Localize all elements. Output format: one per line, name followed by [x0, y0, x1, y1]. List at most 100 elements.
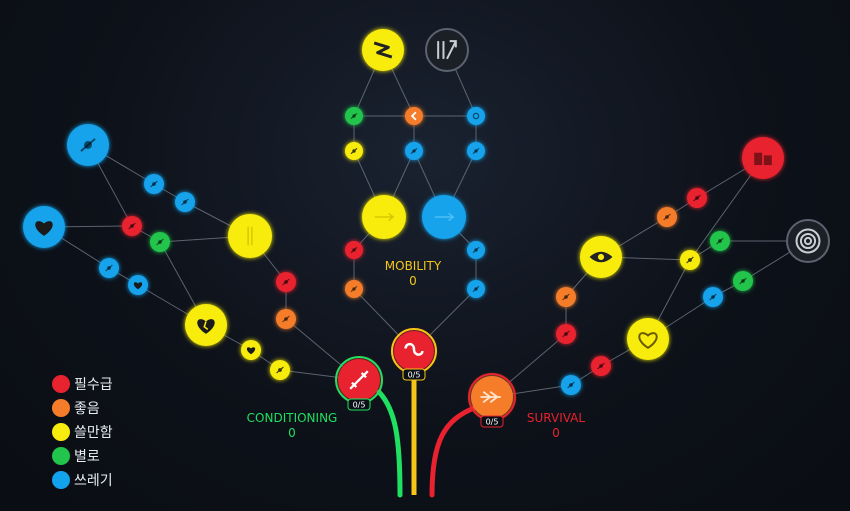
dumbbell-icon — [349, 370, 369, 390]
survival-progress-text: 0/5 — [486, 418, 499, 427]
backpack-icon — [562, 330, 570, 338]
skill-node-circle — [405, 107, 423, 125]
skill-node-m-top[interactable] — [362, 29, 404, 71]
skill-node-s-g1[interactable] — [710, 231, 730, 251]
arrows-icon — [374, 212, 395, 222]
skill-node-m-l2[interactable] — [345, 241, 363, 259]
skill-node-m-r2[interactable] — [467, 280, 485, 298]
skill-node-circle — [742, 137, 784, 179]
spider-icon — [663, 213, 671, 221]
skill-node-s-root[interactable] — [471, 376, 513, 418]
heart-icon — [246, 347, 256, 355]
legend-label: 쓰레기 — [74, 473, 113, 489]
skill-node-c-bigy[interactable] — [228, 214, 272, 258]
tool-icon — [181, 198, 189, 206]
skill-node-s-a1[interactable] — [561, 375, 581, 395]
skill-node-s-cap2[interactable] — [786, 219, 830, 263]
skill-node-c-root[interactable] — [338, 359, 380, 401]
survival-branch-label: SURVIVAL 0 — [496, 411, 616, 441]
recycle-icon — [739, 277, 747, 285]
lift-icon — [472, 285, 480, 293]
skill-node-m-root[interactable] — [394, 331, 434, 371]
crate-icon — [754, 152, 772, 166]
conditioning-branch-label: CONDITIONING 0 — [232, 411, 352, 441]
wrench-icon — [597, 362, 605, 370]
legend-item: 쓰레기 — [52, 468, 113, 492]
skill-node-c-r[interactable] — [122, 216, 142, 236]
skill-node-s-b1[interactable] — [556, 324, 576, 344]
skill-node-m-bigb[interactable] — [422, 195, 466, 239]
skill-node-c-bl1[interactable] — [99, 258, 119, 278]
zigzag-icon — [373, 41, 393, 59]
skill-node-s-bl1[interactable] — [703, 287, 723, 307]
target-icon — [795, 228, 821, 254]
skill-node-m-mm2[interactable] — [405, 107, 423, 125]
dash-icon — [350, 285, 358, 293]
jump-icon — [472, 246, 480, 254]
chevrons-icon — [480, 390, 501, 404]
skill-node-c-cap1[interactable] — [23, 206, 65, 248]
swirl-icon — [404, 342, 424, 356]
heart-icon — [133, 282, 143, 290]
pill-icon — [156, 238, 164, 246]
skill-node-circle — [786, 219, 830, 263]
key-icon — [567, 381, 575, 389]
skill-node-s-bigy[interactable] — [627, 318, 669, 360]
skill-node-c-cap2[interactable] — [67, 124, 109, 166]
legend-item: 쓸만함 — [52, 420, 113, 444]
skill-node-m-mr1[interactable] — [467, 142, 485, 160]
heart-broken-icon — [197, 319, 215, 334]
skill-node-m-mr2[interactable] — [467, 107, 485, 125]
skill-node-s-g2[interactable] — [733, 271, 753, 291]
lungs-icon — [247, 226, 253, 246]
mobility-progress-text: 0/5 — [408, 371, 421, 380]
survival-title: SURVIVAL — [526, 411, 586, 425]
bug-icon — [562, 293, 570, 301]
boot-icon — [350, 147, 358, 155]
branch-trunks — [376, 373, 477, 498]
skill-node-m-ml1[interactable] — [345, 142, 363, 160]
skill-node-c-big[interactable] — [185, 304, 227, 346]
skill-node-m-l1[interactable] — [345, 280, 363, 298]
skill-node-m-r1[interactable] — [467, 241, 485, 259]
skill-node-s-b2[interactable] — [556, 287, 576, 307]
skill-node-m-cap[interactable] — [425, 28, 469, 72]
skill-node-c-bl3[interactable] — [144, 174, 164, 194]
mobility-points: 0 — [409, 274, 417, 288]
legend-dot — [52, 375, 70, 393]
skill-node-circle — [467, 107, 485, 125]
skill-node-s-r1[interactable] — [687, 188, 707, 208]
skill-node-c-a2[interactable] — [241, 340, 261, 360]
skill-node-c-a1[interactable] — [270, 360, 290, 380]
skill-node-c-g[interactable] — [150, 232, 170, 252]
skill-node-c-bl4[interactable] — [175, 192, 195, 212]
skill-node-circle — [425, 28, 469, 72]
skill-node-s-a2[interactable] — [591, 356, 611, 376]
tier-legend: 필수급 좋음 쓸만함 별로 쓰레기 — [52, 372, 113, 492]
shield-icon — [716, 237, 724, 245]
ring-icon — [472, 112, 480, 120]
flask-icon — [282, 315, 290, 323]
conditioning-progress-badge — [347, 398, 371, 411]
box-icon — [128, 222, 136, 230]
survival-progress-badge — [480, 415, 504, 428]
heart-outline-icon — [638, 332, 658, 349]
skill-node-s-y1[interactable] — [680, 250, 700, 270]
skill-node-s-o1[interactable] — [657, 207, 677, 227]
blade-icon — [472, 147, 480, 155]
syringe-icon — [282, 278, 290, 286]
legend-dot — [52, 447, 70, 465]
skill-node-m-ml2[interactable] — [345, 107, 363, 125]
skill-node-m-mm1[interactable] — [405, 142, 423, 160]
survival-points: 0 — [552, 426, 560, 440]
skill-node-circle — [228, 214, 272, 258]
chevron-icon — [410, 111, 417, 121]
skill-node-c-b1[interactable] — [276, 309, 296, 329]
legend-dot — [52, 471, 70, 489]
skill-node-m-big[interactable] — [362, 195, 406, 239]
skill-node-s-bigy2[interactable] — [580, 236, 622, 278]
skill-node-s-cap1[interactable] — [742, 137, 784, 179]
leaf-icon — [350, 112, 358, 120]
skill-node-c-bl2[interactable] — [128, 275, 148, 295]
skill-node-c-b2[interactable] — [276, 272, 296, 292]
